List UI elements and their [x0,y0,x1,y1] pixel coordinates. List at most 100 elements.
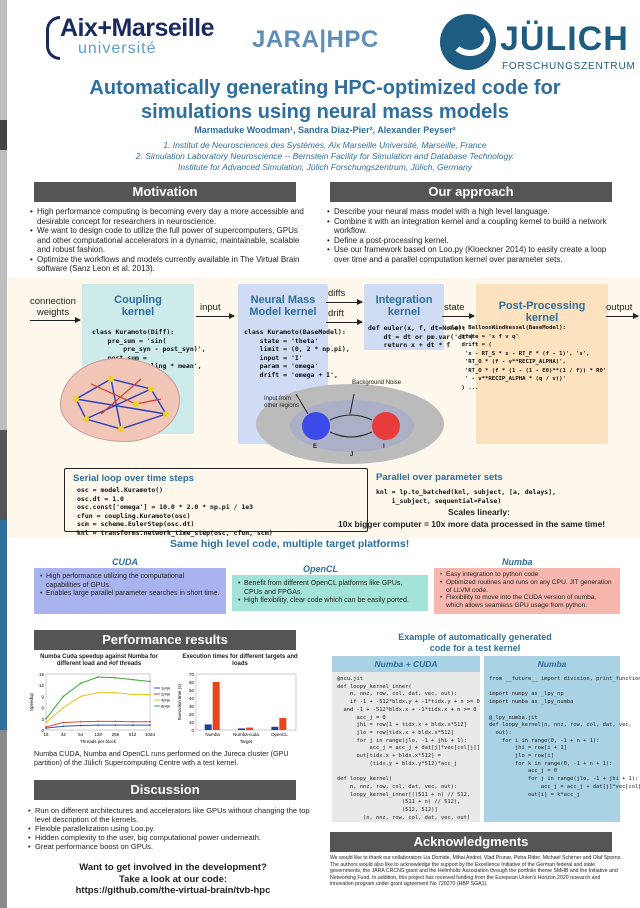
drift-label: drift [328,308,344,319]
x-tick-label: 1024 [145,732,156,737]
post-processing-box: Post-Processing kernel [476,284,608,444]
data-point [79,682,82,685]
numba-box: Easy integration to python code Optimize… [434,568,620,614]
parallel-code: knl = lp.to_batched(knl, subject, [a, de… [376,488,557,505]
x-tick-label: 128 [94,732,102,737]
list-item: Run on different architectures and accel… [28,806,318,824]
acknowledgments-header: Acknowledgments [330,832,612,852]
integration-code: def euler(x, f, dt=None): dt = dt or pm.… [368,324,474,349]
numba-code-panel: Numba from __future__ import division, p… [484,656,640,822]
data-point [97,724,99,727]
data-point [62,695,65,698]
legend-label: 2(4)k [161,692,170,697]
data-point [97,720,99,723]
left-accent-bar [0,0,7,908]
data-point [114,676,117,679]
data-point [45,721,47,724]
platforms-banner: Same high level code, multiple target pl… [170,538,410,550]
list-item: Great performance boost on GPUs. [28,842,318,851]
data-point [114,691,117,694]
x-tick-label: OpenCL [271,732,288,737]
scales-statement: 10x bigger computer = 10x more data proc… [338,519,606,529]
data-point [114,724,117,727]
data-point [131,693,134,696]
discussion-header: Discussion [34,780,296,800]
cuda-title: CUDA [112,557,138,567]
y-tick-label: 0 [41,728,44,733]
list-item: Flexible parallelization using Loo.py. [28,824,318,833]
acknowledgments-text: We would like to thank our collaborators… [330,855,622,887]
data-point [97,676,99,678]
y-tick-label: 6 [41,706,44,711]
connection-weights-label: connection weights [30,296,76,318]
performance-caption: Numba CUDA, Numba and OpenCL runs perfor… [34,749,289,767]
y-tick-label: 0 [191,728,194,733]
input-label: input [200,302,221,313]
list-item: Hidden complexity to the user, big compu… [28,833,318,842]
input-regions-label: Input from other regions [264,396,300,409]
x-tick-label: 64 [78,732,84,737]
y-tick-label: 20 [189,712,195,717]
y-tick-label: 9 [41,694,44,699]
integration-kernel-box: Integration kernel [364,284,444,350]
julich-logo: JÜLICH FORSCHUNGSZENTRUM [440,8,636,74]
kernels-title: Example of automatically generated code … [398,632,552,653]
numba-cuda-code: @ncu.jit def loopy_kernel_inner( n, nnz,… [337,676,480,821]
serial-loop-box: Serial loop over time steps osc = model.… [64,468,368,537]
data-point [62,725,65,728]
data-point [45,726,47,728]
list-item: High flexibility, clear code which can b… [238,597,422,606]
data-point [62,706,65,709]
approach-list: Describe your neural mass model with a h… [327,207,619,264]
data-point [131,724,134,727]
y-tick-label: 40 [189,696,195,701]
bar [246,727,253,730]
x-tick-label: 32 [61,732,67,737]
x-tick-label: 512 [129,732,137,737]
parallel-title: Parallel over parameter sets [376,472,503,483]
motivation-header: Motivation [34,182,296,202]
github-link[interactable]: https://github.com/the-virtual-brain/tvb… [75,885,271,896]
list-item: Describe your neural mass model with a h… [327,207,619,217]
e-label: E [313,444,318,450]
numba-code-title: Numba [537,659,567,669]
call-to-action: Want to get involved in the development?… [28,862,318,897]
performance-header: Performance results [34,630,296,650]
bar [279,718,287,730]
data-point [149,693,151,696]
data-point [45,717,47,720]
diffs-label: diffs [328,288,346,299]
list-item: Flexibility to move into the CUDA versio… [440,594,614,610]
data-point [79,724,82,727]
numba-code: from __future__ import division, print_f… [489,676,640,798]
data-point [131,720,134,723]
nmm-code: class Kuramoto(BaseModel): state = 'thet… [244,328,350,379]
list-item: Enables large parallel parameter searche… [40,590,220,599]
numba-cuda-title: Numba + CUDA [332,656,480,672]
legend-label: 8(4)k [161,704,170,709]
serial-loop-title: Serial loop over time steps [73,473,194,484]
legend-label: 4(4)k [161,698,170,703]
y-tick-label: 12 [39,683,45,688]
data-point [97,691,99,694]
data-point [131,678,134,681]
i-label: I [383,444,385,450]
data-point [149,724,151,727]
list-item: Define a post-processing kernel. [327,236,619,246]
numba-title: Numba [502,557,533,567]
bar [204,724,212,730]
amu-logo: Aix+Marseille université [46,14,215,62]
data-point [62,721,65,724]
list-item: Optimize the workflows and models curren… [30,255,310,274]
data-point [114,720,117,723]
bar [238,728,245,730]
y-tick-label: 30 [189,704,195,709]
x-axis-label: Threads per block [80,739,117,744]
y-axis-label: Execution time (s) [177,683,182,720]
list-item: Easy integration to python code [440,571,614,579]
x-tick-label: 256 [112,732,120,737]
list-item: Combine it with an integration kernel an… [327,217,619,236]
post-processing-code: class BalloonWindkessel(BaseModel): stat… [448,325,607,391]
